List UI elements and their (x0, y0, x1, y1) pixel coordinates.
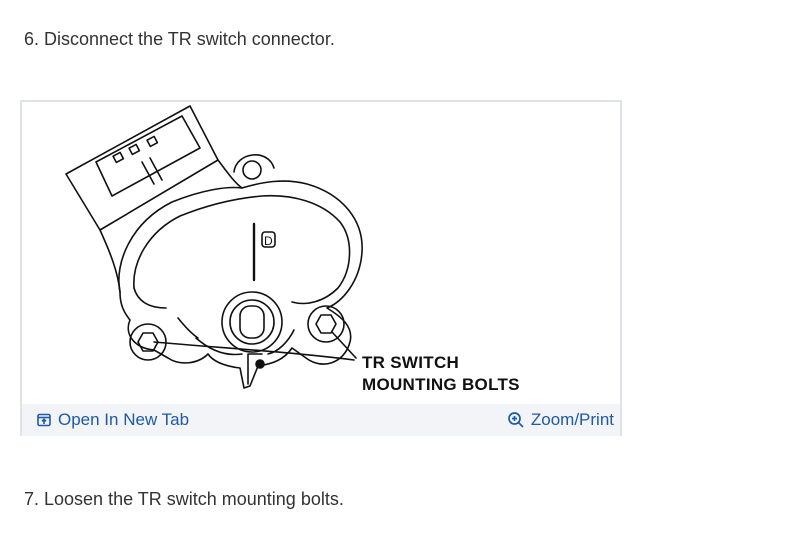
open-in-new-tab-link[interactable]: Open In New Tab (36, 410, 189, 430)
connector-inner (95, 115, 201, 197)
zoom-print-link[interactable]: Zoom/Print (507, 410, 614, 430)
shaft-slot (239, 305, 265, 339)
right-bolt-washer (307, 305, 345, 343)
step-7-text: 7. Loosen the TR switch mounting bolts. (24, 489, 344, 509)
range-letter: D (264, 234, 273, 248)
callout-leader-right (331, 331, 357, 359)
step-6-text: 6. Disconnect the TR switch connector. (24, 29, 335, 49)
open-in-new-tab-label: Open In New Tab (58, 410, 190, 429)
callout-label-line-2: MOUNTING BOLTS (362, 375, 520, 394)
shaft-outer (221, 291, 283, 353)
switch-housing-inner (133, 194, 351, 305)
left-bolt-washer (129, 323, 167, 361)
zoom-print-label: Zoom/Print (530, 410, 614, 429)
callout-label-line-1: TR SWITCH (362, 353, 460, 372)
switch-housing-outer (118, 180, 363, 389)
callout-leader-left (153, 341, 355, 361)
figure-toolbar: Open In New Tab Zoom/Print (22, 404, 620, 436)
connector-body (65, 105, 219, 231)
tr-switch-diagram: D TR SWITCH MOUNTING BOLTS (22, 102, 620, 404)
figure-card: D TR SWITCH MOUNTING BOLTS (20, 100, 622, 436)
top-tab-hole (242, 160, 262, 180)
zoom-in-icon (508, 412, 524, 428)
open-new-tab-icon (37, 413, 51, 427)
right-bolt-head (315, 314, 337, 334)
